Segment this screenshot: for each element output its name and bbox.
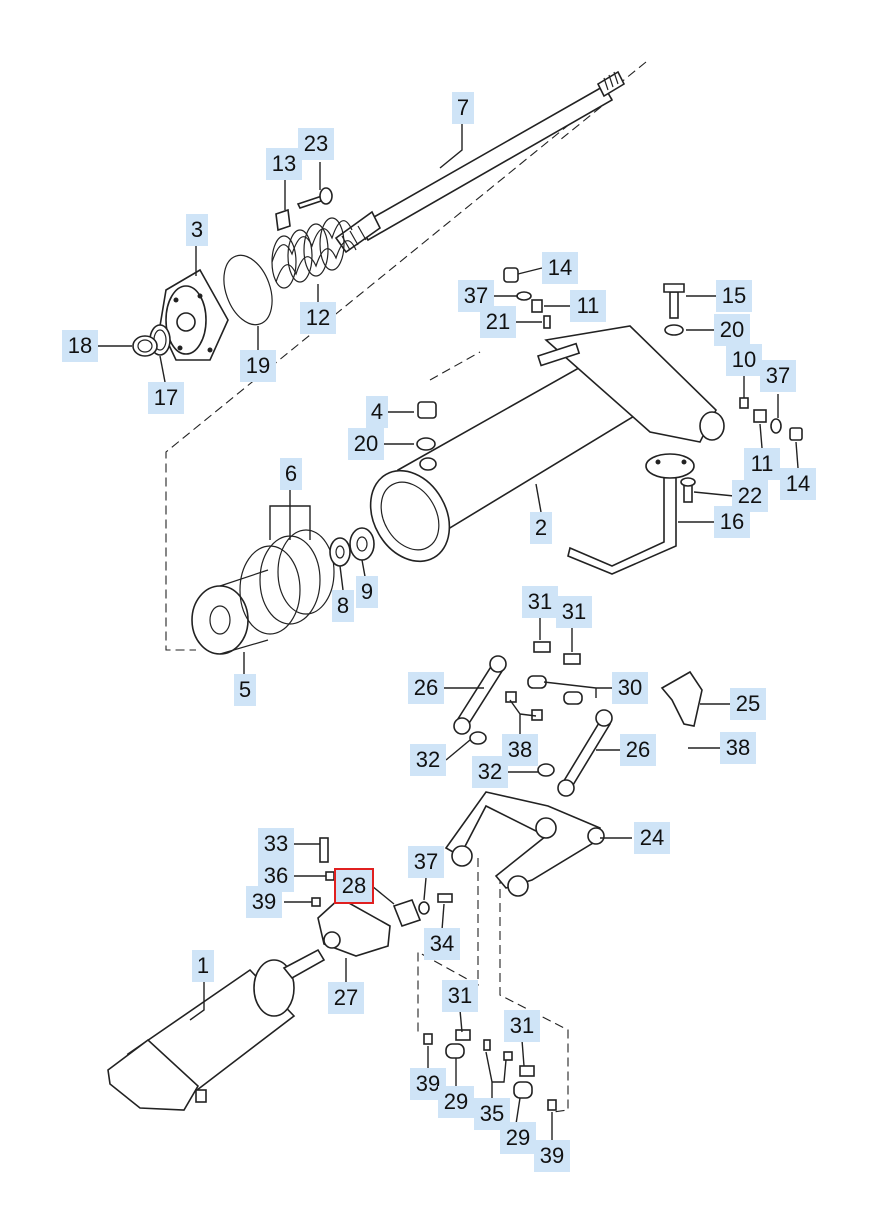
callout-24[interactable]: 24 — [634, 822, 670, 854]
plug-part-14-top — [503, 267, 519, 283]
bolt-part-33 — [319, 837, 329, 863]
callout-20[interactable]: 20 — [348, 428, 384, 460]
plug-part-4 — [417, 401, 437, 419]
callout-16[interactable]: 16 — [714, 506, 750, 538]
callout-26-left[interactable]: 26 — [408, 672, 444, 704]
callout-38-b[interactable]: 38 — [720, 732, 756, 764]
callout-9[interactable]: 9 — [356, 576, 378, 608]
callout-31-d[interactable]: 31 — [504, 1010, 540, 1042]
seal-part-18 — [132, 335, 158, 357]
callout-28-selected[interactable]: 28 — [334, 868, 374, 904]
callout-25[interactable]: 25 — [730, 688, 766, 720]
washers-part-32 — [469, 731, 555, 777]
callout-26-right[interactable]: 26 — [620, 734, 656, 766]
nut-part-8 — [329, 537, 351, 567]
callout-31-a[interactable]: 31 — [522, 586, 558, 618]
lower-hardware — [423, 1029, 557, 1111]
lower-dash-outline-b — [499, 875, 569, 1113]
bushings-part-30 — [527, 675, 583, 705]
callout-17[interactable]: 17 — [148, 382, 184, 414]
washer-part-37-top — [516, 291, 532, 301]
clip-part-13 — [275, 208, 291, 232]
lower-dash-outline-a — [417, 858, 479, 1035]
callout-39-c[interactable]: 39 — [534, 1140, 570, 1172]
o-ring-part-19 — [223, 254, 273, 326]
plug-part-14-right — [789, 427, 803, 441]
nut-part-9 — [349, 527, 375, 561]
callout-8[interactable]: 8 — [332, 590, 354, 622]
spring-part-11-top — [531, 299, 543, 313]
bolt-part-22 — [680, 477, 696, 503]
washer-part-37-right — [770, 418, 782, 434]
bolt-part-34 — [437, 893, 453, 903]
assembly-dash-outline — [165, 61, 647, 651]
callout-11-top[interactable]: 11 — [570, 290, 606, 322]
callout-14-top[interactable]: 14 — [542, 252, 578, 284]
callout-3[interactable]: 3 — [186, 214, 208, 246]
callout-30[interactable]: 30 — [612, 672, 648, 704]
callout-31-c[interactable]: 31 — [442, 980, 478, 1012]
callout-18[interactable]: 18 — [62, 330, 98, 362]
screws-part-38 — [505, 691, 543, 721]
link-part-26-right — [557, 709, 613, 797]
callout-29-b[interactable]: 29 — [500, 1122, 536, 1154]
plate-part-28 — [392, 899, 422, 927]
spring-part-12 — [271, 217, 357, 289]
callout-2[interactable]: 2 — [530, 512, 552, 544]
washer-part-37-lower — [418, 901, 430, 915]
callout-1[interactable]: 1 — [192, 950, 214, 982]
callout-14-right[interactable]: 14 — [780, 468, 816, 500]
callout-29-a[interactable]: 29 — [438, 1086, 474, 1118]
callout-27[interactable]: 27 — [328, 982, 364, 1014]
callout-20-top[interactable]: 20 — [714, 314, 750, 346]
pin-part-10 — [739, 397, 749, 409]
callout-32-b[interactable]: 32 — [472, 756, 508, 788]
callout-15[interactable]: 15 — [716, 280, 752, 312]
callout-31-b[interactable]: 31 — [556, 596, 592, 628]
yoke-part-27 — [317, 897, 391, 957]
callout-37-lower[interactable]: 37 — [408, 846, 444, 878]
bolt-part-23 — [296, 187, 333, 209]
springs-part-6 — [239, 529, 335, 635]
pin-part-21 — [543, 315, 551, 329]
callout-11-right[interactable]: 11 — [744, 448, 780, 480]
spring-seat-part-5 — [191, 569, 269, 655]
leader-lines — [96, 124, 799, 1140]
flange-part-3 — [159, 268, 229, 361]
callout-10[interactable]: 10 — [726, 344, 762, 376]
callout-5[interactable]: 5 — [234, 674, 256, 706]
callout-37-right[interactable]: 37 — [760, 360, 796, 392]
cylinder-part-2 — [369, 325, 725, 563]
washer-part-20-top — [664, 324, 684, 336]
callout-23[interactable]: 23 — [298, 128, 334, 160]
spring-part-11-right — [753, 409, 767, 423]
nut-part-36 — [325, 871, 335, 881]
callout-39-left[interactable]: 39 — [246, 886, 282, 918]
callout-7[interactable]: 7 — [452, 92, 474, 124]
bolt-part-15 — [663, 283, 685, 319]
pipe-part-16 — [567, 453, 695, 575]
callout-19[interactable]: 19 — [240, 350, 276, 382]
callout-21[interactable]: 21 — [480, 306, 516, 338]
callout-39-b[interactable]: 39 — [410, 1068, 446, 1100]
callout-32-a[interactable]: 32 — [410, 744, 446, 776]
callout-33[interactable]: 33 — [258, 828, 294, 860]
frame-part-24 — [444, 791, 605, 897]
clips-part-31-top — [533, 641, 581, 665]
callout-4[interactable]: 4 — [366, 396, 388, 428]
bracket-part-25 — [660, 670, 703, 727]
callout-34[interactable]: 34 — [424, 928, 460, 960]
callout-13[interactable]: 13 — [266, 148, 302, 180]
callout-38-a[interactable]: 38 — [502, 734, 538, 766]
callout-12[interactable]: 12 — [300, 302, 336, 334]
link-part-26-left — [453, 655, 507, 735]
washer-part-20 — [416, 437, 436, 451]
actuator-part-1 — [107, 948, 326, 1111]
screw-part-39-left — [311, 897, 321, 907]
callout-6[interactable]: 6 — [280, 458, 302, 490]
piston-rod-part-7 — [334, 70, 626, 254]
